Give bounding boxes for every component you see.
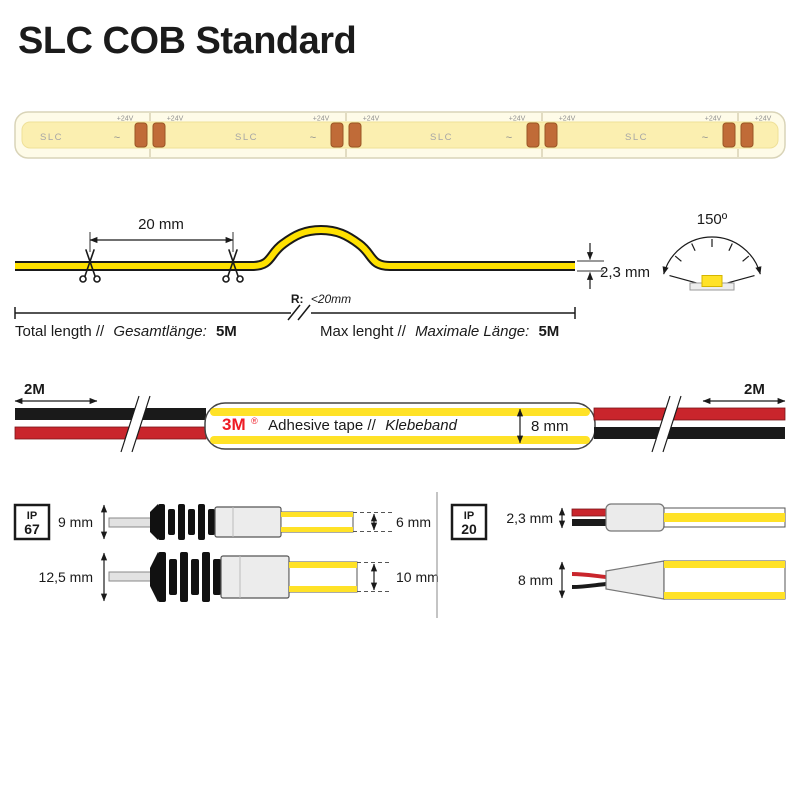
ip-rating: 67 <box>24 521 40 537</box>
strip-brand-print: SLC <box>430 132 453 143</box>
strip-width-label: 6 mm <box>396 514 431 530</box>
polarity-tilde: ~ <box>702 132 708 144</box>
wire-black <box>594 427 785 439</box>
solder-pad <box>526 122 540 148</box>
connector-height-label: 9 mm <box>58 514 93 530</box>
tape-width-label: 8 mm <box>531 418 569 435</box>
voltage-label: +24V <box>167 116 184 123</box>
beam-angle-icon: 150º <box>662 211 762 291</box>
connector-height-label: 12,5 mm <box>39 569 93 585</box>
total-length-label: Total length // Gesamtlänge: 5M <box>15 323 237 340</box>
beam-ray-ticks <box>674 239 750 262</box>
ip20-strip-side: 2,3 mm <box>506 503 786 532</box>
voltage-label: +24V <box>705 116 722 123</box>
strip-width-label: 10 mm <box>396 569 439 585</box>
wire-black <box>15 408 206 420</box>
page-title: SLC COB Standard <box>18 20 357 62</box>
connector-body <box>220 555 290 599</box>
strip-side-view: 20 mm R: <20mm 2,3 mm <box>15 216 650 306</box>
strip-thickness-label: 2,3 mm <box>506 510 553 526</box>
solder-pad <box>330 122 344 148</box>
adhesive-tape-section: 2M 3M ® Adhesive tape // Klebeband 8 mm <box>14 381 786 453</box>
voltage-label: +24V <box>363 116 380 123</box>
ip-label: IP <box>27 510 37 522</box>
scissors-icon <box>79 249 101 283</box>
wire-red <box>593 407 786 421</box>
solder-pad <box>152 122 166 148</box>
strip-width-label: 8 mm <box>518 572 553 588</box>
strip-profile-core <box>15 226 575 269</box>
ip-label: IP <box>464 510 474 522</box>
polarity-tilde: ~ <box>506 132 512 144</box>
solder-pad <box>740 122 754 148</box>
voltage-label: +24V <box>117 116 134 123</box>
connector-body <box>214 506 282 538</box>
thickness-label: 2,3 mm <box>600 264 650 281</box>
ip67-badge: IP 67 <box>13 503 51 541</box>
wire-black <box>571 582 607 589</box>
strip-brand-print: SLC <box>40 132 63 143</box>
ip-rating: 20 <box>461 521 477 537</box>
break-mark <box>287 304 301 321</box>
voltage-label: +24V <box>755 116 772 123</box>
beam-angle-label: 150º <box>697 211 728 228</box>
tape-strip-edge-bottom <box>210 436 590 444</box>
wire-break-mark <box>121 396 150 452</box>
thickness-dimension: 2,3 mm <box>577 243 650 289</box>
bend-radius-label: R: <20mm <box>291 292 351 306</box>
led-strip-top-view: +24V +24V ~ +24V +24V ~ +24V +24V ~ <box>14 111 786 159</box>
polarity-tilde: ~ <box>310 132 316 144</box>
length-note: Total length // Gesamtlänge: 5M Max leng… <box>14 304 576 340</box>
voltage-label: +24V <box>559 116 576 123</box>
led-chip <box>701 275 723 287</box>
ip20-strip-top: 8 mm <box>518 560 786 600</box>
strip-solder-pads-segment: +24V +24V ~ <box>310 113 380 157</box>
max-length-label: Max lenght // Maximale Länge: 5M <box>320 323 559 340</box>
end-cap <box>605 560 665 600</box>
wire-red <box>571 572 607 579</box>
ip67-connector-large: 12,5 mm 10 mm <box>39 552 439 602</box>
lead-length-left-label: 2M <box>24 381 45 398</box>
wire-black <box>572 519 608 526</box>
cut-spacing-dimension: 20 mm <box>89 216 234 252</box>
solder-pad <box>134 122 148 148</box>
strip-brand-print: SLC <box>235 132 258 143</box>
voltage-label: +24V <box>509 116 526 123</box>
cable <box>108 571 152 582</box>
ip67-connector-small: 9 mm 6 mm <box>58 504 431 540</box>
solder-pad <box>544 122 558 148</box>
wire-red <box>14 426 207 440</box>
tape-strip-edge-top <box>210 408 590 416</box>
strip-brand-print: SLC <box>625 132 648 143</box>
solder-pad <box>722 122 736 148</box>
strip-phosphor-band <box>21 121 779 149</box>
cable <box>108 517 156 528</box>
strip-solder-pads-segment: +24V +24V ~ <box>702 113 772 157</box>
polarity-tilde: ~ <box>114 132 120 144</box>
strip-solder-pads-segment: +24V +24V ~ <box>506 113 576 157</box>
tape-label: 3M ® Adhesive tape // Klebeband <box>222 411 458 434</box>
scissors-icon <box>222 249 244 283</box>
beam-arc <box>662 236 762 275</box>
lead-length-right-label: 2M <box>744 381 765 398</box>
end-cap <box>605 503 665 532</box>
ip20-section: IP 20 2,3 mm 8 mm <box>450 503 786 600</box>
wire-red <box>571 508 609 517</box>
strip-solder-pads-segment: +24V +24V ~ <box>114 113 184 157</box>
ip20-badge: IP 20 <box>450 503 488 541</box>
ip67-section: IP 67 9 mm <box>13 503 439 602</box>
break-mark <box>297 304 311 321</box>
solder-pad <box>348 122 362 148</box>
cut-spacing-label: 20 mm <box>138 216 184 233</box>
voltage-label: +24V <box>313 116 330 123</box>
wire-break-mark <box>652 396 681 452</box>
